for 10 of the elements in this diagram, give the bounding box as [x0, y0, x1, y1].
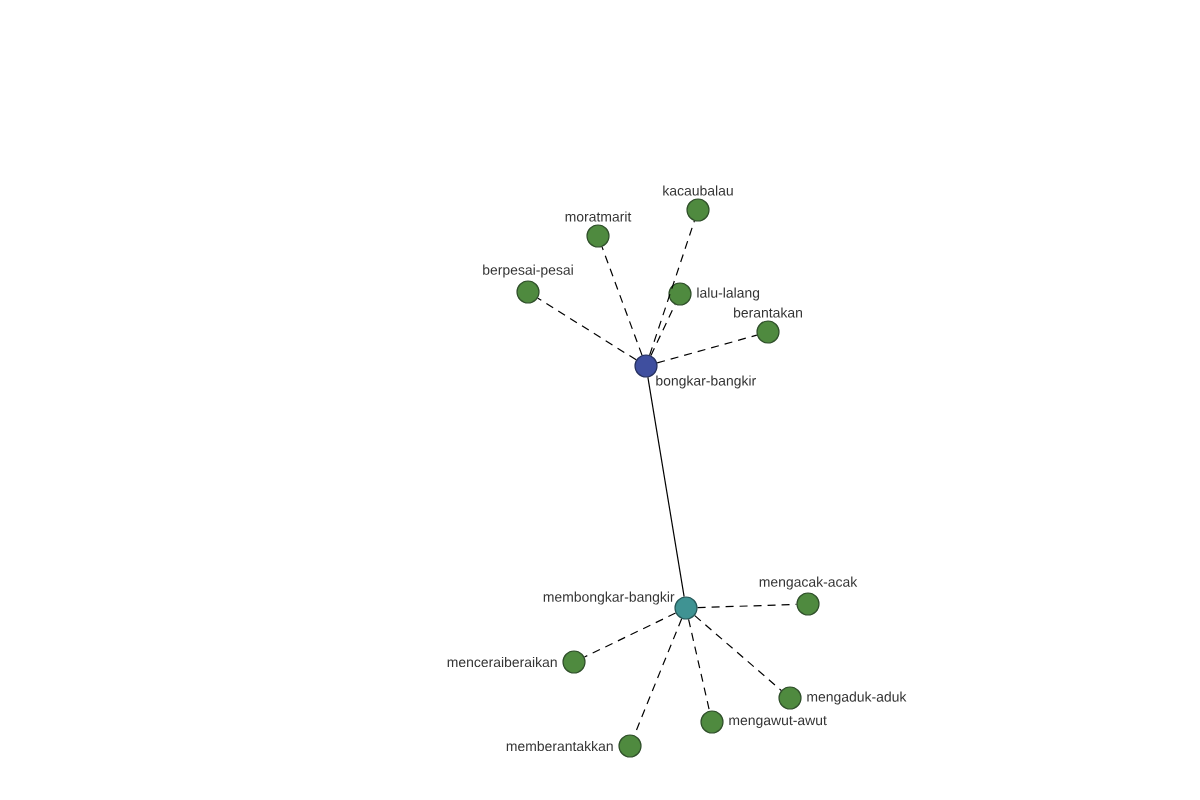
connector [688, 618, 711, 712]
connector [649, 220, 695, 356]
connector [694, 615, 782, 691]
connector [633, 618, 683, 736]
connector [647, 376, 685, 598]
connector [537, 297, 637, 361]
connector [656, 334, 758, 364]
connector [601, 246, 643, 356]
connector [650, 303, 676, 357]
connector [583, 612, 677, 658]
